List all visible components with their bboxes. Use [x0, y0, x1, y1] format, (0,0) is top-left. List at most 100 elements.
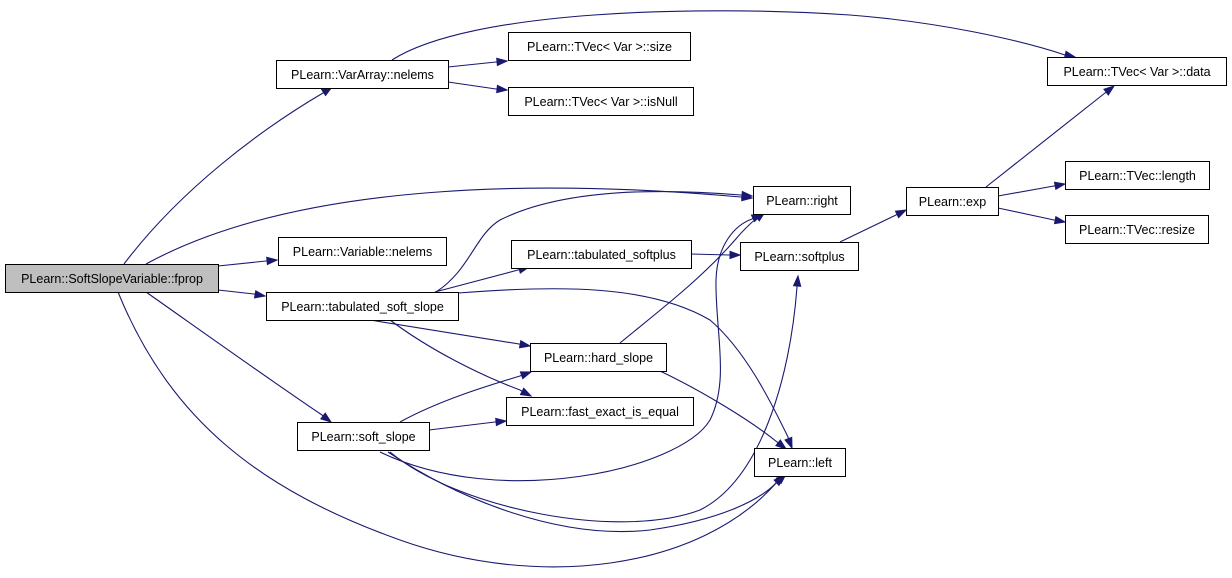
edge-line — [391, 10, 1066, 61]
node-right[interactable]: PLearn::right — [753, 186, 851, 215]
arrowhead — [1103, 85, 1116, 96]
arrowhead — [792, 274, 802, 287]
arrowhead — [729, 250, 742, 260]
edge-line — [389, 285, 798, 523]
node-label: PLearn::fast_exact_is_equal — [521, 405, 679, 419]
edge-soft_slope-to-right — [379, 213, 764, 482]
edge-hard_slope-to-left — [659, 370, 788, 450]
edge-tab_soft_slope-to-hard_slope — [369, 319, 532, 349]
node-box — [5, 264, 219, 293]
node-soft_slope[interactable]: PLearn::soft_slope — [297, 422, 430, 451]
node-box — [508, 32, 691, 61]
node-varray_nelems[interactable]: PLearn::VarArray::nelems — [276, 60, 449, 89]
arrowhead — [253, 290, 267, 299]
node-box — [508, 87, 694, 116]
edge-line — [428, 421, 497, 431]
arrowhead — [496, 57, 509, 67]
edge-line — [217, 260, 268, 267]
edge-line — [659, 370, 779, 444]
node-label: PLearn::TVec< Var >::size — [527, 40, 672, 54]
edge-line — [369, 319, 521, 345]
arrowhead — [320, 412, 333, 423]
node-softplus[interactable]: PLearn::softplus — [740, 242, 859, 271]
node-fprop[interactable]: PLearn::SoftSlopeVariable::fprop — [5, 264, 219, 293]
node-label: PLearn::TVec::length — [1079, 169, 1196, 183]
arrowhead — [894, 209, 908, 219]
edge-line — [389, 319, 523, 392]
node-exp[interactable]: PLearn::exp — [906, 187, 999, 216]
edge-tab_soft_slope-to-fast_exact — [389, 319, 533, 397]
arrowhead — [775, 439, 788, 450]
edge-tab_soft_slope-to-right — [435, 190, 754, 293]
node-box — [266, 292, 459, 321]
edge-line — [379, 217, 754, 482]
node-label: PLearn::tabulated_softplus — [527, 248, 676, 262]
edge-line — [997, 185, 1056, 197]
edge-soft_slope-to-softplus — [389, 274, 802, 523]
edge-line — [839, 213, 898, 243]
node-box — [740, 242, 859, 271]
edge-line — [435, 190, 743, 293]
arrowhead — [519, 371, 533, 380]
node-box — [276, 60, 449, 89]
edge-line — [997, 207, 1056, 221]
edge-line — [387, 451, 777, 533]
node-label: PLearn::soft_slope — [311, 430, 415, 444]
edge-line — [447, 81, 498, 90]
node-label: PLearn::exp — [919, 195, 986, 209]
arrowhead — [519, 387, 533, 397]
edge-exp-to-tvec_data — [985, 85, 1116, 188]
node-variable_nelems[interactable]: PLearn::Variable::nelems — [278, 237, 447, 266]
node-hard_slope[interactable]: PLearn::hard_slope — [530, 343, 667, 372]
edge-line — [690, 253, 731, 256]
edge-varray_nelems-to-tvec_data — [391, 10, 1077, 61]
arrowhead — [518, 339, 532, 349]
edge-line — [457, 288, 789, 439]
arrowhead — [496, 84, 509, 94]
node-label: PLearn::Variable::nelems — [293, 245, 432, 259]
node-tab_soft_slope[interactable]: PLearn::tabulated_soft_slope — [266, 292, 459, 321]
node-box — [278, 237, 447, 266]
node-left[interactable]: PLearn::left — [754, 448, 846, 477]
edge-softplus-to-exp — [839, 209, 908, 243]
node-tab_softplus[interactable]: PLearn::tabulated_softplus — [511, 240, 692, 269]
edge-line — [123, 92, 324, 265]
edge-line — [145, 291, 324, 417]
node-tvec_data[interactable]: PLearn::TVec< Var >::data — [1047, 57, 1227, 86]
edge-varray_nelems-to-tvec_size — [447, 57, 509, 68]
node-label: PLearn::hard_slope — [544, 351, 653, 365]
edge-exp-to-tvec_length — [997, 181, 1067, 197]
node-tvec_resize[interactable]: PLearn::TVec::resize — [1065, 215, 1209, 244]
node-tvec_length[interactable]: PLearn::TVec::length — [1065, 161, 1210, 190]
edge-fprop-to-soft_slope — [145, 291, 333, 423]
edge-line — [434, 269, 520, 293]
arrowhead — [773, 475, 786, 487]
node-label: PLearn::left — [768, 456, 832, 470]
node-box — [506, 397, 694, 426]
node-tvec_size[interactable]: PLearn::TVec< Var >::size — [508, 32, 691, 61]
node-label: PLearn::TVec< Var >::data — [1063, 65, 1210, 79]
edge-exp-to-tvec_resize — [997, 207, 1067, 225]
node-box — [1047, 57, 1227, 86]
node-label: PLearn::SoftSlopeVariable::fprop — [21, 272, 203, 286]
edge-soft_slope-to-fast_exact — [428, 417, 508, 431]
node-box — [530, 343, 667, 372]
node-box — [754, 448, 846, 477]
node-label: PLearn::tabulated_soft_slope — [281, 300, 444, 314]
edge-tab_softplus-to-softplus — [690, 250, 742, 260]
node-box — [906, 187, 999, 216]
edge-line — [117, 291, 779, 568]
edge-line — [217, 289, 256, 295]
edge-line — [619, 217, 758, 344]
node-label: PLearn::softplus — [754, 250, 844, 264]
node-fast_exact[interactable]: PLearn::fast_exact_is_equal — [506, 397, 694, 426]
edge-soft_slope-to-left — [387, 451, 786, 533]
node-label: PLearn::TVec< Var >::isNull — [524, 95, 677, 109]
arrowhead — [1053, 181, 1067, 191]
edge-fprop-to-variable_nelems — [217, 256, 279, 267]
node-tvec_isnull[interactable]: PLearn::TVec< Var >::isNull — [508, 87, 694, 116]
arrowhead — [784, 436, 793, 450]
edge-tab_soft_slope-to-tab_softplus — [434, 265, 531, 293]
edge-varray_nelems-to-tvec_isnull — [447, 81, 509, 94]
node-box — [1065, 215, 1209, 244]
